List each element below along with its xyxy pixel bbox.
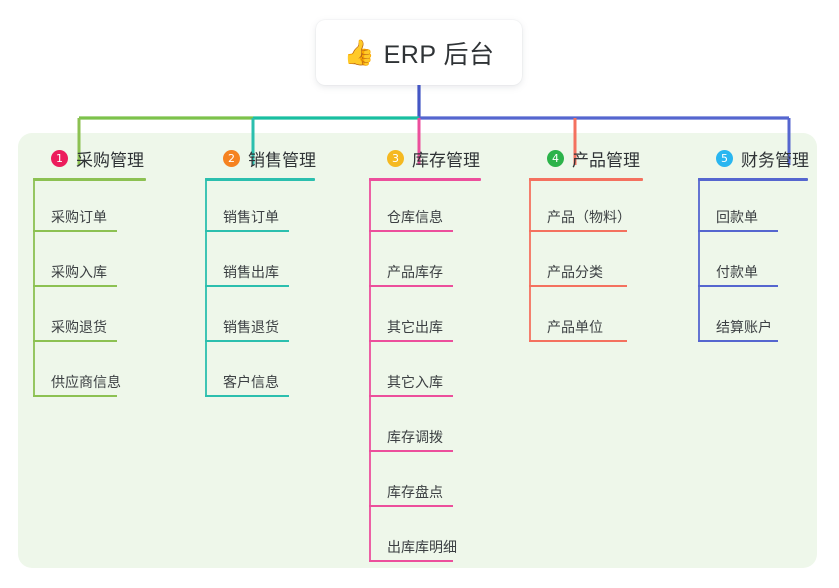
leaf-node[interactable]: 销售出库 bbox=[205, 259, 289, 287]
branch-header-3[interactable]: 3 库存管理 bbox=[369, 145, 480, 171]
leaf-node[interactable]: 回款单 bbox=[698, 204, 778, 232]
branch-column-2: 2 销售管理销售订单销售出库销售退货客户信息 bbox=[205, 145, 316, 397]
branch-header-4[interactable]: 4 产品管理 bbox=[529, 145, 640, 171]
leaf-underline bbox=[33, 395, 117, 397]
leaf-label: 其它出库 bbox=[387, 319, 443, 335]
leaf-label: 结算账户 bbox=[716, 319, 772, 335]
leaf-label: 销售出库 bbox=[223, 264, 279, 280]
leaf-underline bbox=[369, 230, 453, 232]
leaf-node[interactable]: 产品单位 bbox=[529, 314, 627, 342]
thumbs-up-icon: 👍 bbox=[343, 39, 375, 67]
leaf-node[interactable]: 销售订单 bbox=[205, 204, 289, 232]
branch-index-badge: 1 bbox=[51, 149, 68, 167]
leaf-label: 采购入库 bbox=[51, 264, 107, 280]
leaf-underline bbox=[369, 340, 453, 342]
leaf-node[interactable]: 出库库明细 bbox=[369, 534, 457, 562]
branch-header-underline bbox=[698, 178, 808, 181]
branch-index-badge: 4 bbox=[547, 149, 564, 167]
leaf-underline bbox=[33, 285, 117, 287]
leaf-label: 供应商信息 bbox=[51, 374, 121, 390]
branch-header-2[interactable]: 2 销售管理 bbox=[205, 145, 316, 171]
leaf-underline bbox=[205, 285, 289, 287]
leaf-underline bbox=[369, 450, 453, 452]
leaf-underline bbox=[529, 230, 627, 232]
leaf-label: 销售订单 bbox=[223, 209, 279, 225]
branch-title: 库存管理 bbox=[412, 150, 480, 170]
branch-header-1[interactable]: 1 采购管理 bbox=[33, 145, 144, 171]
root-node-card[interactable]: 👍 ERP 后台 bbox=[316, 20, 522, 85]
leaf-label: 销售退货 bbox=[223, 319, 279, 335]
leaf-underline bbox=[529, 340, 627, 342]
leaf-underline bbox=[369, 560, 453, 562]
leaf-node[interactable]: 采购退货 bbox=[33, 314, 117, 342]
leaf-label: 库存调拨 bbox=[387, 429, 443, 445]
leaf-underline bbox=[529, 285, 627, 287]
leaf-node[interactable]: 仓库信息 bbox=[369, 204, 453, 232]
branch-header-underline bbox=[369, 178, 481, 181]
leaf-node[interactable]: 采购入库 bbox=[33, 259, 117, 287]
branch-column-1: 1 采购管理采购订单采购入库采购退货供应商信息 bbox=[33, 145, 146, 397]
leaf-label: 出库库明细 bbox=[387, 539, 457, 555]
branch-title: 产品管理 bbox=[572, 150, 640, 170]
branch-index-badge: 2 bbox=[223, 149, 240, 167]
leaf-node[interactable]: 库存盘点 bbox=[369, 479, 453, 507]
leaf-underline bbox=[698, 230, 778, 232]
leaf-node[interactable]: 其它入库 bbox=[369, 369, 453, 397]
root-title: ERP 后台 bbox=[383, 40, 495, 69]
branch-column-4: 4 产品管理产品（物料） 产品分类产品单位 bbox=[529, 145, 643, 342]
branch-title: 销售管理 bbox=[248, 150, 316, 170]
leaf-node[interactable]: 付款单 bbox=[698, 259, 778, 287]
leaf-underline bbox=[205, 395, 289, 397]
branches-panel bbox=[18, 133, 817, 568]
leaf-label: 库存盘点 bbox=[387, 484, 443, 500]
leaf-label: 采购订单 bbox=[51, 209, 107, 225]
leaf-label: 其它入库 bbox=[387, 374, 443, 390]
leaf-underline bbox=[698, 285, 778, 287]
branch-index-badge: 5 bbox=[716, 149, 733, 167]
leaf-node[interactable]: 产品库存 bbox=[369, 259, 453, 287]
leaf-node[interactable]: 供应商信息 bbox=[33, 369, 121, 397]
leaf-underline bbox=[369, 505, 453, 507]
branch-header-underline bbox=[529, 178, 643, 181]
branch-header-underline bbox=[33, 178, 146, 181]
leaf-underline bbox=[205, 340, 289, 342]
leaf-node[interactable]: 产品（物料） bbox=[529, 204, 631, 232]
leaf-underline bbox=[33, 340, 117, 342]
leaf-label: 产品分类 bbox=[547, 264, 603, 280]
leaf-underline bbox=[698, 340, 778, 342]
leaf-underline bbox=[369, 285, 453, 287]
root-node-content: 👍 ERP 后台 bbox=[343, 35, 494, 71]
leaf-label: 采购退货 bbox=[51, 319, 107, 335]
leaf-label: 仓库信息 bbox=[387, 209, 443, 225]
branch-title: 财务管理 bbox=[741, 150, 809, 170]
leaf-node[interactable]: 库存调拨 bbox=[369, 424, 453, 452]
leaf-node[interactable]: 采购订单 bbox=[33, 204, 117, 232]
branch-column-3: 3 库存管理仓库信息产品库存其它出库其它入库库存调拨库存盘点出库库明细 bbox=[369, 145, 481, 562]
leaf-label: 产品（物料） bbox=[547, 209, 631, 225]
leaf-label: 客户信息 bbox=[223, 374, 279, 390]
leaf-node[interactable]: 其它出库 bbox=[369, 314, 453, 342]
leaf-node[interactable]: 销售退货 bbox=[205, 314, 289, 342]
leaf-node[interactable]: 结算账户 bbox=[698, 314, 778, 342]
branch-header-underline bbox=[205, 178, 315, 181]
branch-header-5[interactable]: 5 财务管理 bbox=[698, 145, 809, 171]
leaf-node[interactable]: 客户信息 bbox=[205, 369, 289, 397]
leaf-label: 产品单位 bbox=[547, 319, 603, 335]
leaf-label: 付款单 bbox=[716, 264, 758, 280]
leaf-node[interactable]: 产品分类 bbox=[529, 259, 627, 287]
leaf-underline bbox=[205, 230, 289, 232]
leaf-underline bbox=[369, 395, 453, 397]
leaf-underline bbox=[33, 230, 117, 232]
branch-title: 采购管理 bbox=[76, 150, 144, 170]
branch-column-5: 5 财务管理回款单付款单结算账户 bbox=[698, 145, 809, 342]
leaf-label: 回款单 bbox=[716, 209, 758, 225]
leaf-label: 产品库存 bbox=[387, 264, 443, 280]
branch-index-badge: 3 bbox=[387, 149, 404, 167]
